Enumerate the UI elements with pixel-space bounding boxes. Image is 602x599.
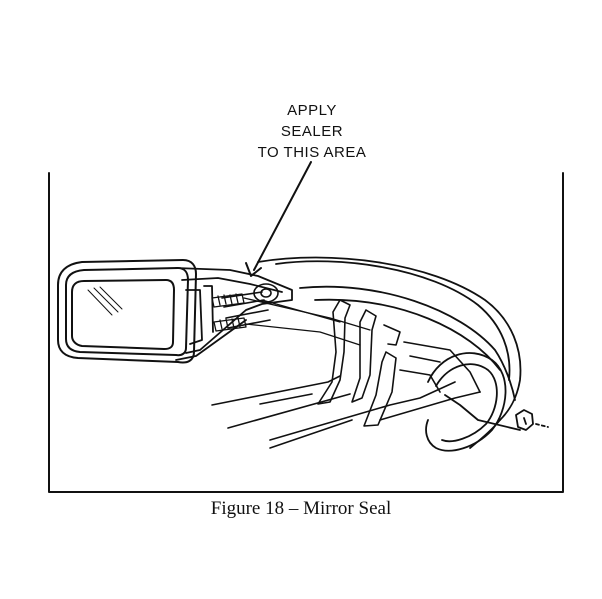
- door-frame-brackets: [317, 299, 481, 427]
- callout-line-3: TO THIS AREA: [257, 144, 367, 161]
- callout-line-2: SEALER: [280, 123, 344, 140]
- callout-line-1: APPLY: [287, 102, 337, 119]
- mounting-nut-icon: [515, 409, 549, 431]
- figure-frame: [48, 172, 564, 493]
- mounting-bolts: [211, 293, 371, 346]
- window-sill: [211, 375, 481, 449]
- figure-caption: Figure 18 – Mirror Seal: [210, 498, 392, 519]
- callout-label: APPLY SEALER TO THIS AREA: [232, 100, 392, 163]
- wiring-harness: [425, 352, 521, 452]
- sealer-area: [221, 283, 279, 329]
- mirror-housing: [57, 259, 197, 364]
- mirror-mount-base: [175, 267, 293, 361]
- callout-arrow: [245, 161, 312, 277]
- door-body: [257, 256, 522, 449]
